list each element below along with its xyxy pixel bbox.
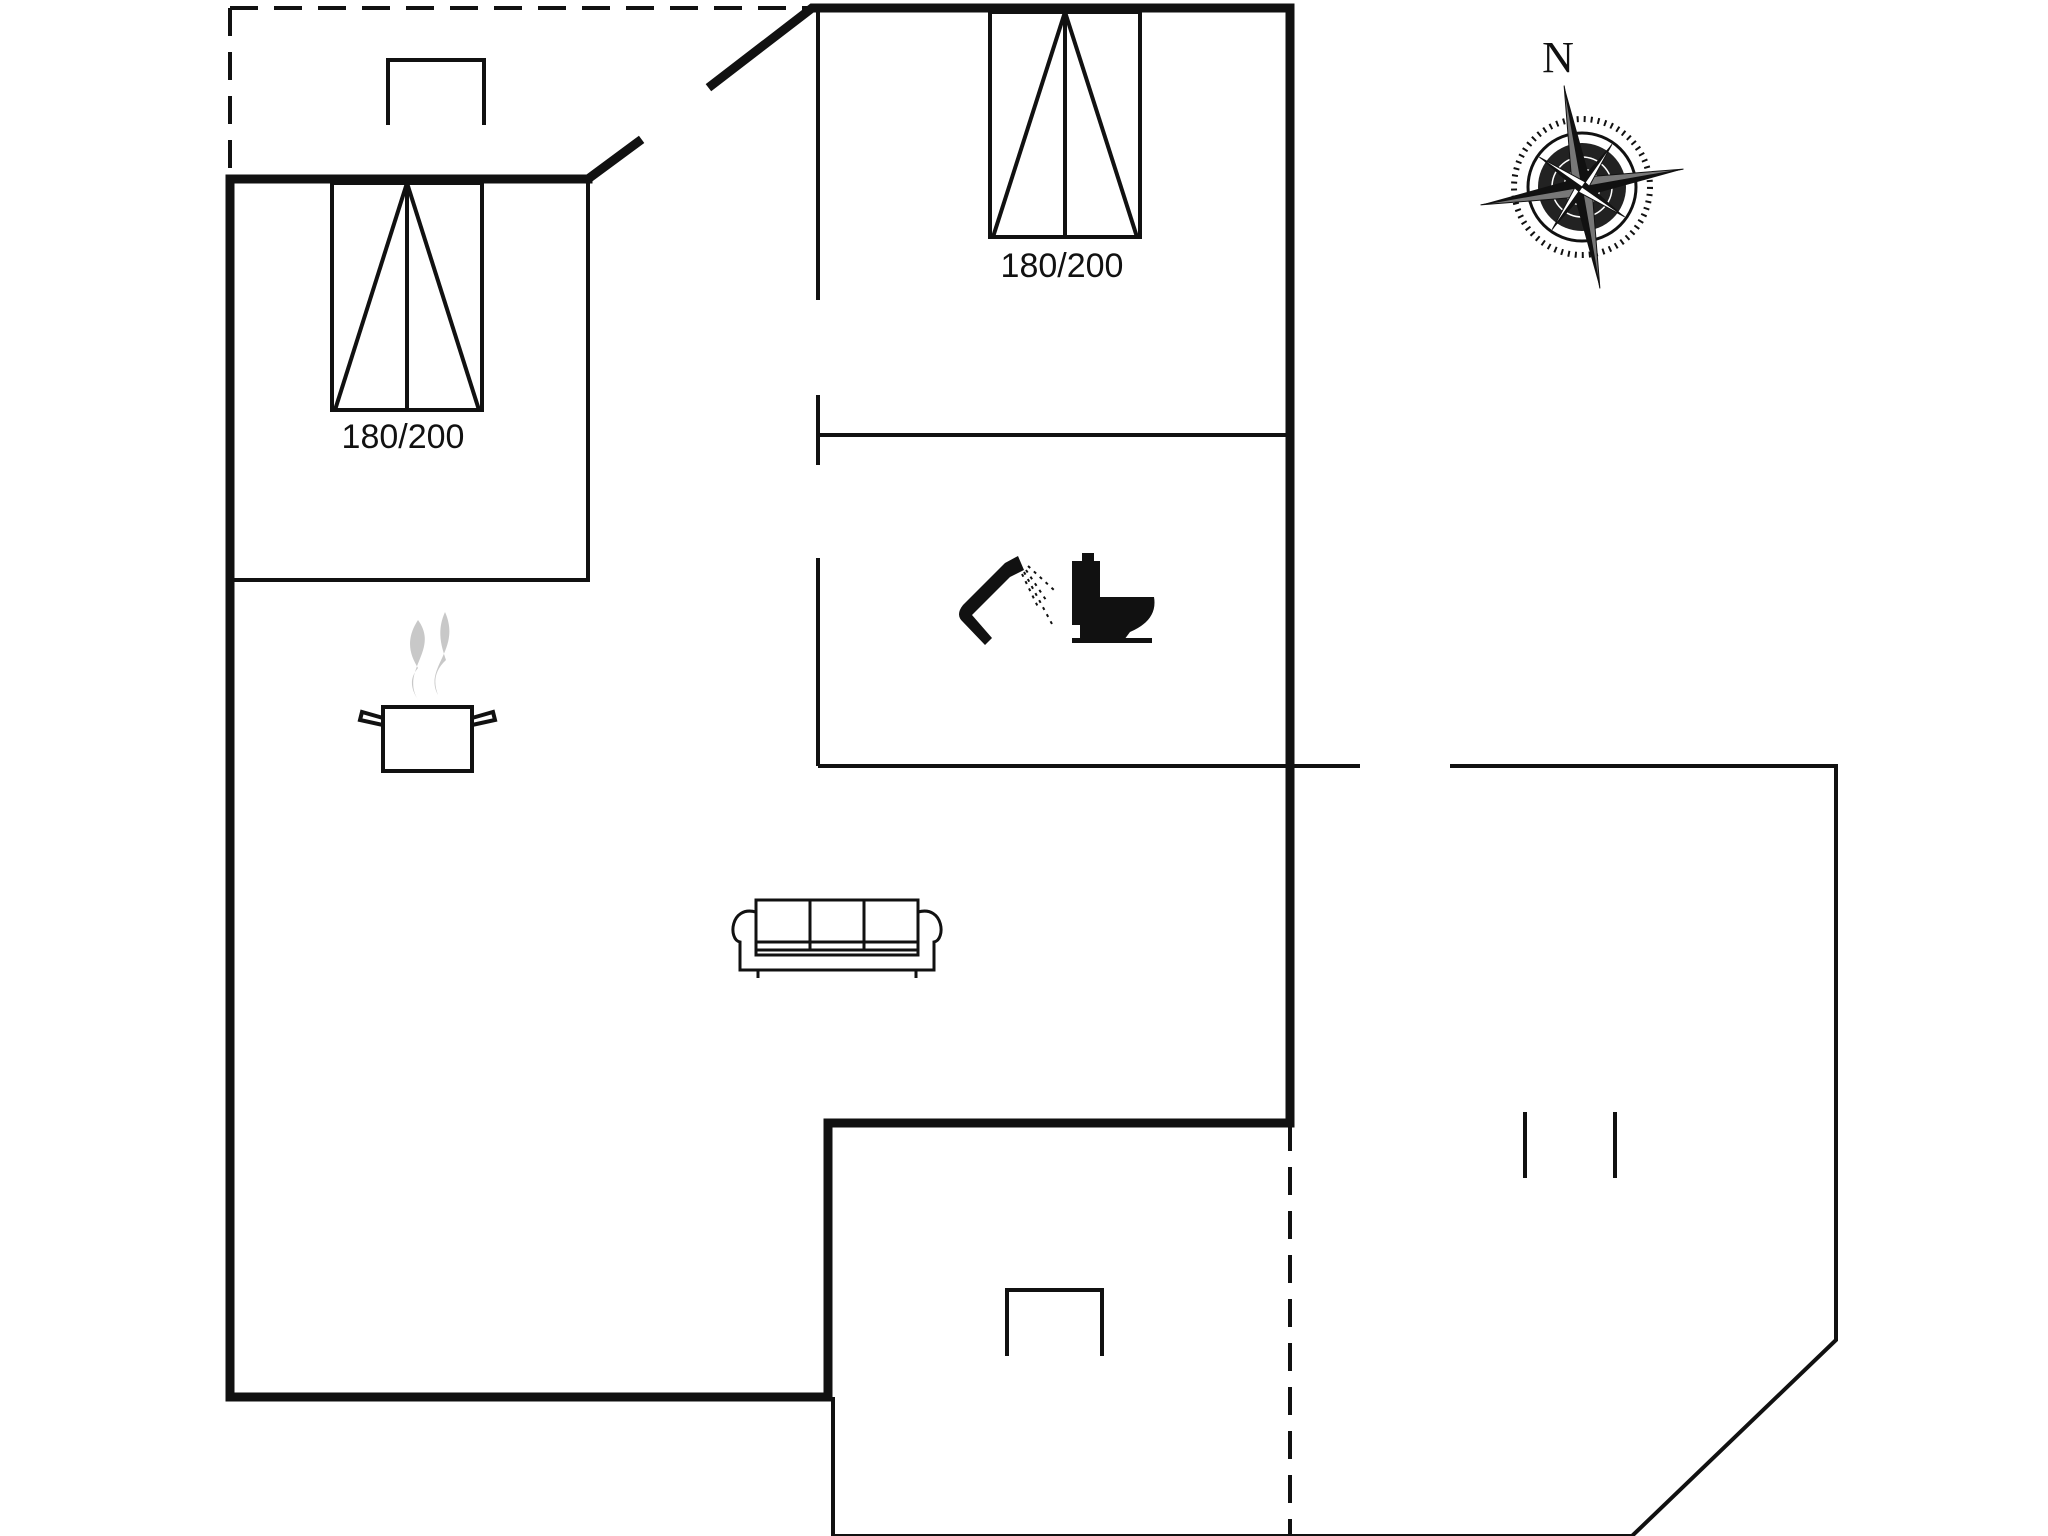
double-bed-icon: [988, 10, 1142, 239]
double-bed-icon: [330, 181, 484, 412]
door-marks: [1523, 1112, 1617, 1178]
chimney-top: [386, 58, 486, 125]
north-label: N: [1542, 33, 1574, 82]
bed-size-label: 180/200: [342, 418, 465, 456]
kitchen-pot-icon: [357, 612, 498, 773]
terrace-outline-top: [228, 6, 812, 175]
exterior-walls: [225, 3, 1295, 1402]
bed-size-label: 180/200: [1001, 247, 1124, 285]
toilet-icon: [1072, 553, 1155, 643]
interior-walls: [230, 8, 1360, 768]
annex-outline: [831, 764, 1838, 1536]
shower-icon: [959, 556, 1055, 645]
compass-rose-icon: [1480, 85, 1684, 289]
sofa-icon: [731, 898, 943, 978]
chimney-bottom: [1005, 1288, 1104, 1356]
